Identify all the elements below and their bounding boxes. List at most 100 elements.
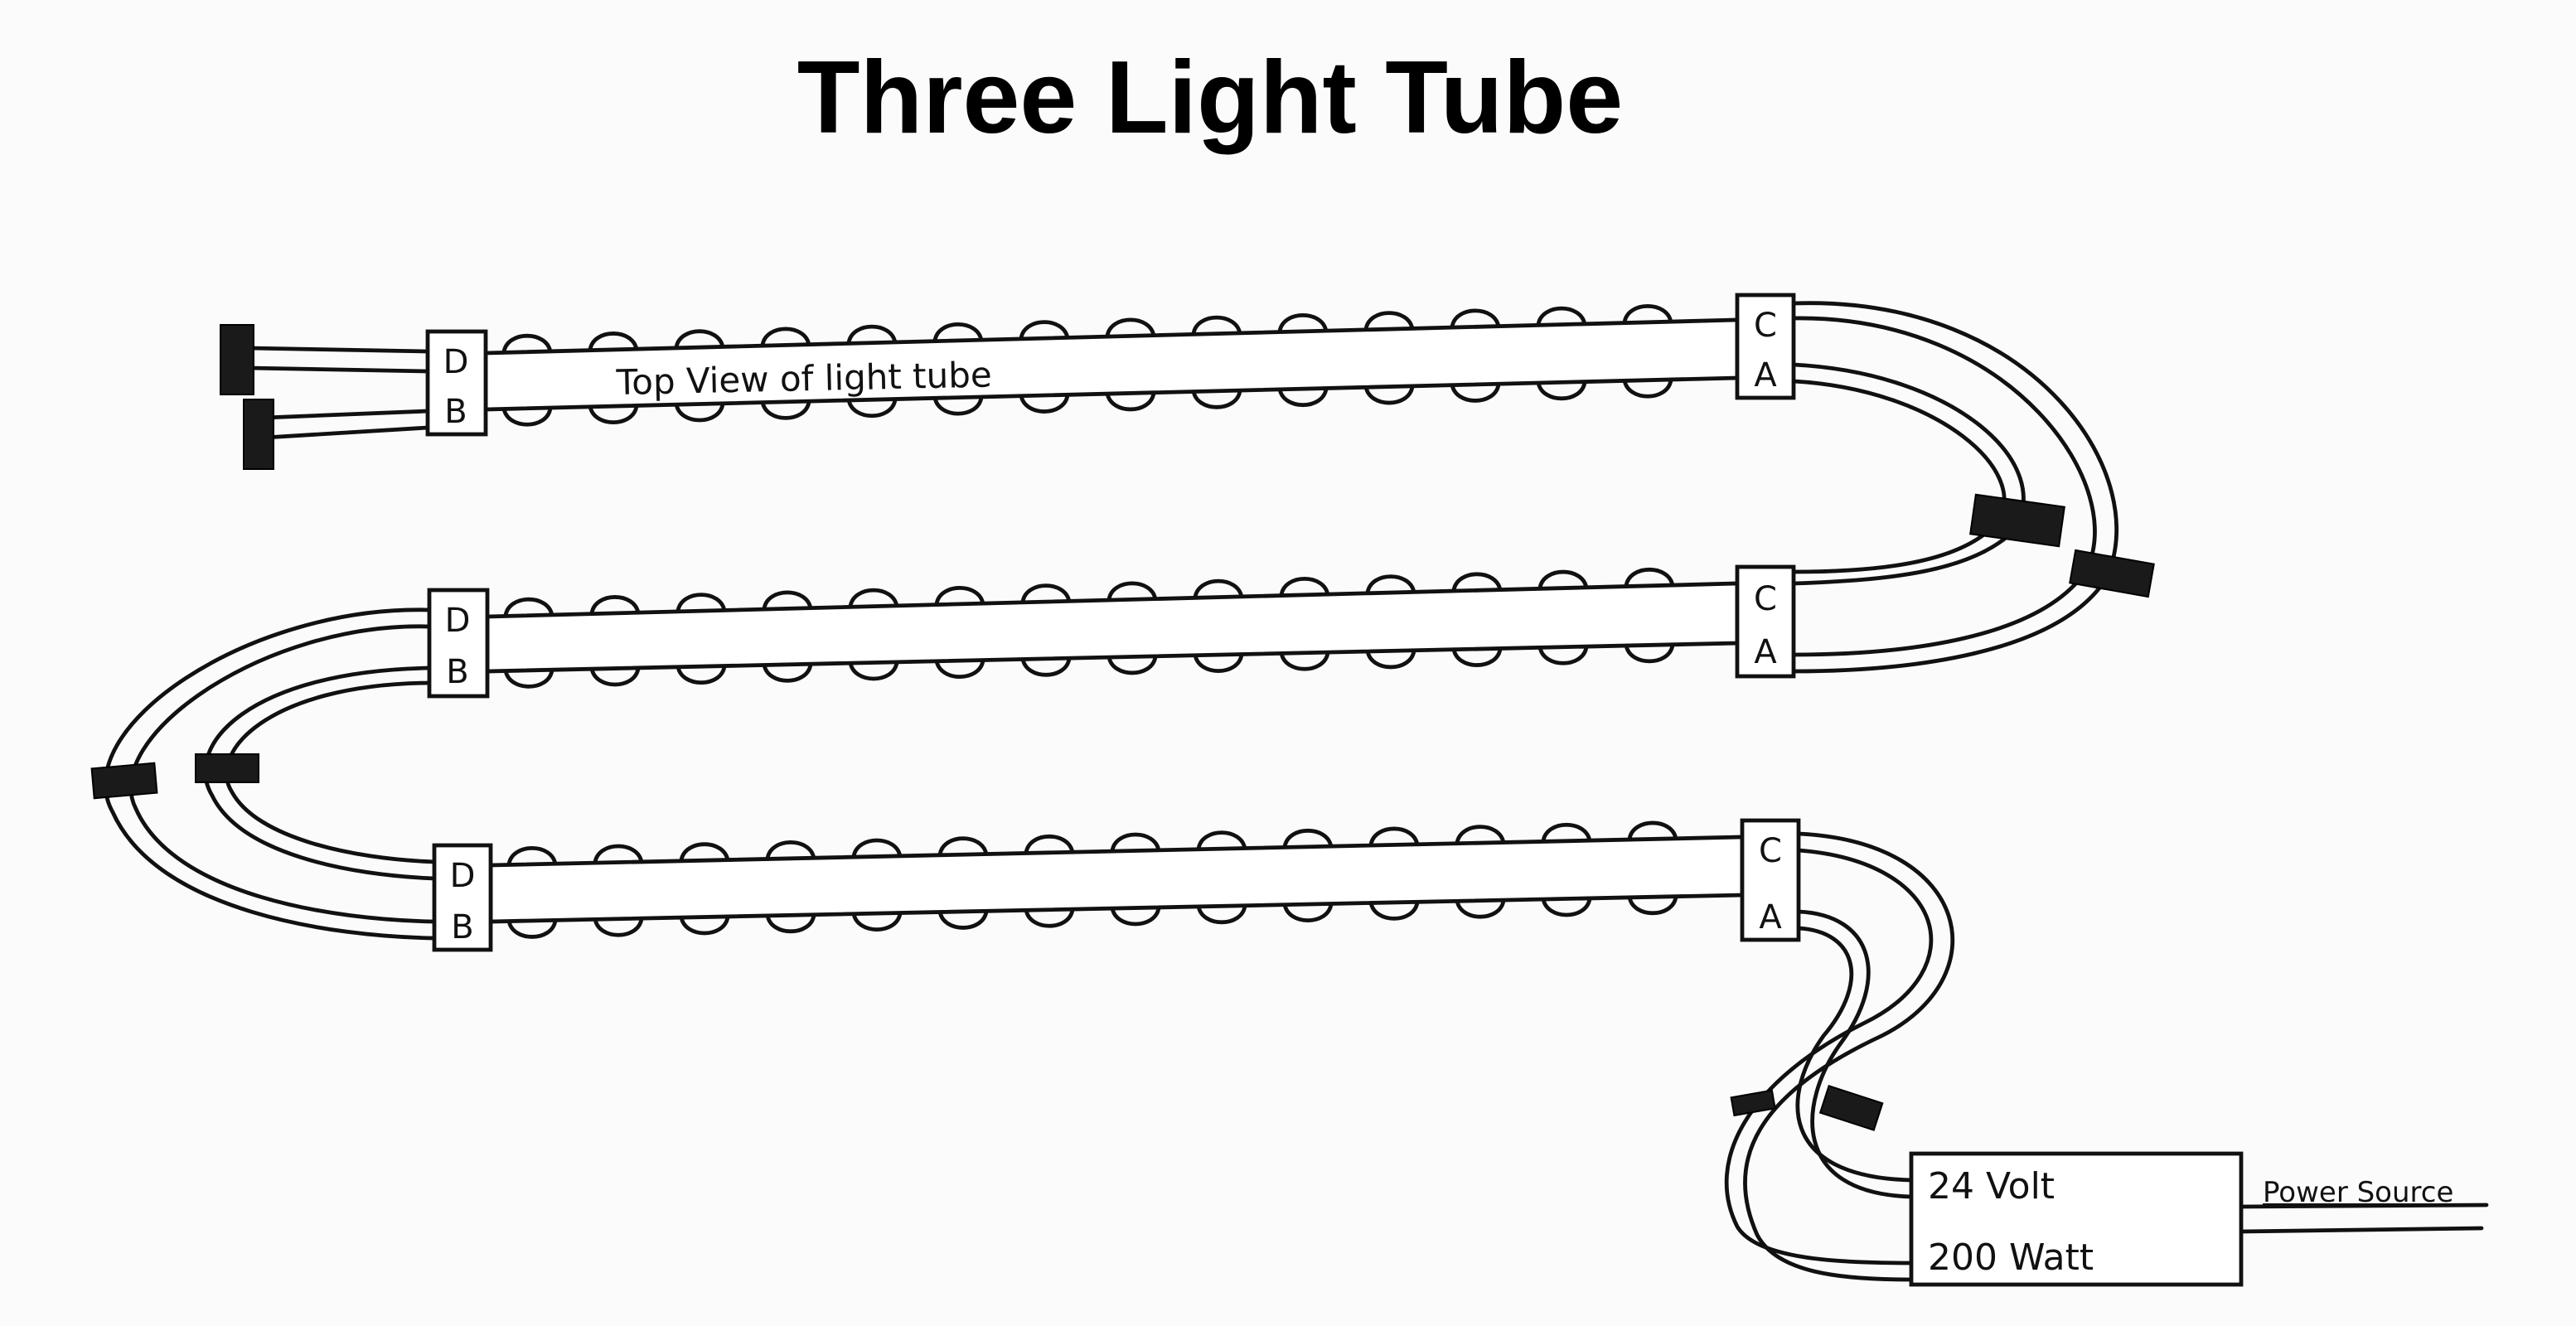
svg-text:B: B [444,393,467,431]
connector [1730,1089,1776,1117]
led-bump [589,595,641,616]
led-bump [1277,313,1329,334]
led-bump [1191,389,1242,409]
led-bump [934,586,985,607]
led-bump [1024,835,1075,855]
tube-2-right-terminal: C A [1735,564,1796,679]
led-bump [501,406,553,427]
svg-text:A: A [1759,898,1782,936]
svg-text:C: C [1754,307,1777,345]
led-bump [588,332,639,352]
led-bump [679,915,730,936]
svg-text:C: C [1754,580,1777,618]
led-bump [1451,646,1503,667]
led-bump [1624,568,1675,588]
led-bump [1541,823,1592,844]
led-bump [1019,393,1070,414]
svg-text:B: B [446,653,468,691]
led-bump [1624,642,1675,664]
wire-connectors [90,324,2155,1131]
diagram-title: Three Light Tube [797,41,1624,155]
led-bump [1020,583,1072,604]
tube-3-left-terminal: D B [432,843,493,952]
wattage-label: 200 Watt [1928,1236,2094,1279]
led-bump [1537,569,1589,590]
led-bump [1279,651,1330,671]
svg-text:C: C [1759,832,1782,870]
led-bump [848,588,899,609]
led-bump [846,397,898,419]
led-bump [1451,572,1503,593]
led-bump [1024,907,1075,928]
led-bump [1627,820,1678,841]
connector [2069,549,2155,598]
led-bump [1622,304,1673,325]
led-bump [1627,894,1678,916]
svg-text:A: A [1754,356,1777,394]
led-bump [1020,656,1072,677]
led-bump [593,917,644,937]
led-bump [1110,832,1161,853]
led-bump [1282,902,1334,922]
led-bump [503,668,554,689]
led-bump [1450,382,1501,403]
led-bump [501,333,553,355]
led-bump [1368,900,1420,921]
svg-text:D: D [450,857,476,895]
led-bump [1536,306,1587,327]
connector [243,399,274,470]
svg-text:A: A [1754,633,1777,671]
tube-caption: Top View of light tube [615,355,992,403]
connector [90,762,158,800]
led-bump [1277,386,1329,407]
led-bump [765,840,816,861]
led-bump [1363,385,1415,405]
led-bump [1196,830,1247,851]
svg-text:B: B [451,908,473,946]
led-bump [1105,317,1156,338]
led-bump [1106,581,1158,602]
led-bumps [501,304,1678,939]
led-bump [679,842,730,863]
led-bump [762,590,813,611]
svg-text:D: D [445,602,471,640]
led-bump [674,402,725,423]
tube-2-left-terminal: D B [427,588,490,699]
led-bump [506,918,558,939]
led-bump [675,664,727,685]
led-bump [1279,577,1330,598]
led-bump [506,846,558,867]
led-bump [1019,320,1070,341]
led-bump [1363,311,1415,332]
svg-text:D: D [443,343,469,381]
led-bump [1365,574,1416,595]
led-bump [765,912,816,934]
led-bump [932,395,984,416]
led-bump [937,836,989,857]
led-bump [1455,898,1506,919]
led-bump [1196,903,1247,925]
led-bump [932,322,984,343]
led-bump [589,666,641,687]
connector [1818,1085,1884,1131]
led-bump [503,597,554,618]
tube-3-right-terminal: C A [1740,818,1801,942]
led-bump [1106,655,1158,675]
led-bump [1450,308,1501,329]
led-bump [1110,906,1161,927]
led-bump [1193,578,1244,600]
led-bump [846,324,898,346]
connector [1969,493,2065,548]
voltage-label: 24 Volt [1928,1165,2055,1207]
led-bump [851,838,903,859]
wires [103,301,2489,1282]
led-bump [1537,645,1589,665]
power-source-label: Power Source [2263,1176,2453,1209]
led-bump [1193,652,1244,673]
tube-1-right-terminal: C A [1735,293,1796,400]
led-bump [1191,315,1242,336]
light-tube-3 [488,835,1745,924]
led-bump [760,327,811,347]
power-supply: 24 Volt 200 Watt [1909,1151,2244,1287]
led-bump [588,404,639,424]
